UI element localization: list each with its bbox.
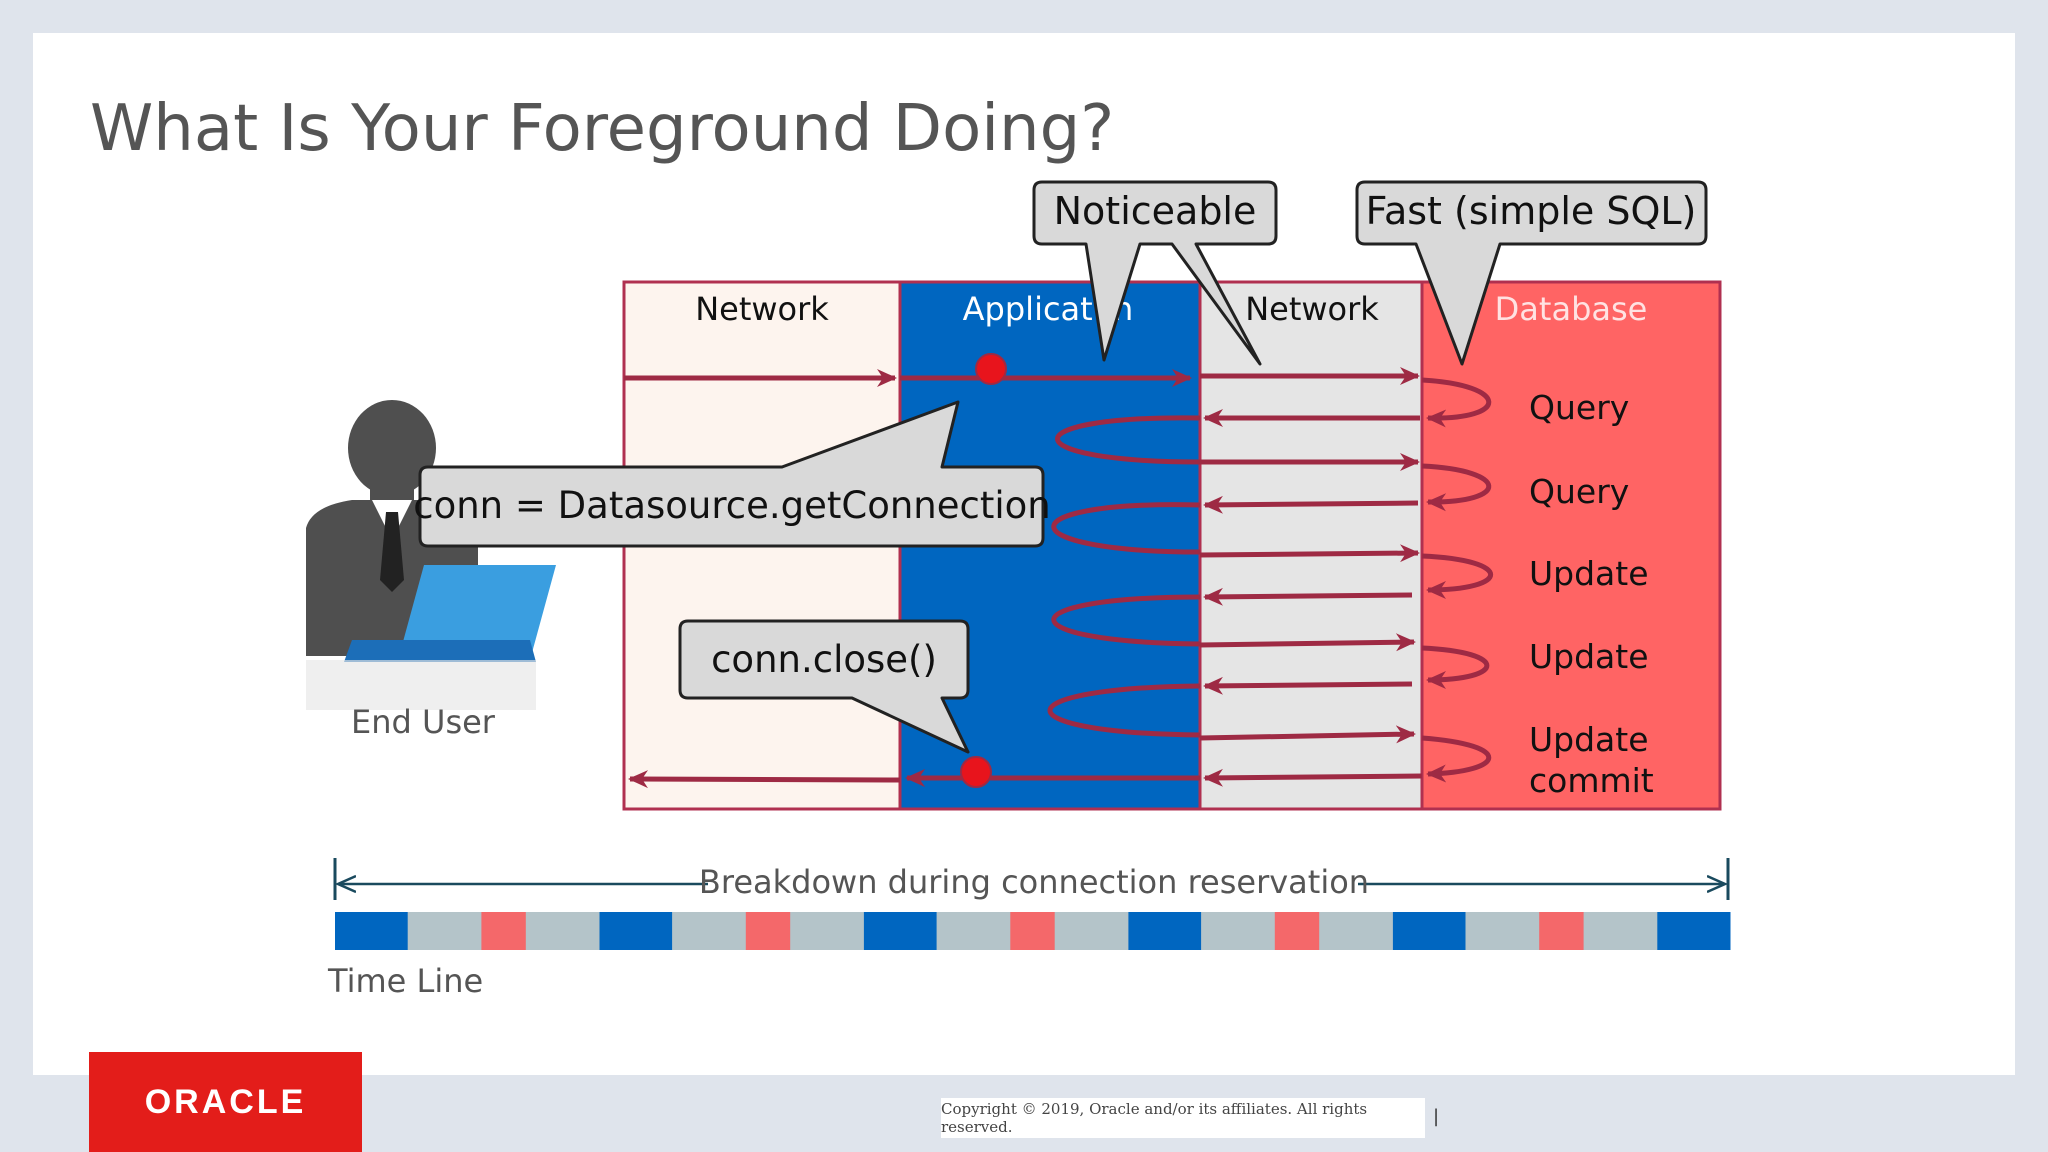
return-arrow-2 [1203,495,1419,514]
forward-arrow-5 [1199,725,1416,744]
return-arrow-4 [1203,676,1413,695]
callout-noticeable-text: Noticeable [1054,189,1257,233]
timeline-segment-db [745,912,791,950]
timeline-segment-app [1128,912,1202,950]
db-op-commit: commit [1529,761,1654,800]
slide-title: What Is Your Foreground Doing? [90,92,1115,166]
db-op-update-3: Update [1529,720,1649,759]
timeline-segment-app [863,912,938,950]
timeline-segment-net [1054,912,1129,950]
timeline-axis-label: Time Line [327,962,483,1000]
timeline-segment-net [790,912,865,950]
timeline-segment-app [599,912,673,950]
oracle-logo-text: ORACLE [144,1082,307,1121]
timeline-segment-db [1274,912,1320,950]
response-arrow-3 [628,770,901,789]
db-loop-1 [1421,377,1492,428]
db-loop-5 [1421,735,1492,783]
column-header-network-right: Network [1245,290,1379,328]
timeline-segment-db [481,912,527,950]
timeline-segment-net [1319,912,1394,950]
timeline-segment-net [936,912,1011,950]
callout-get-connection: conn = Datasource.getConnection [413,400,1051,548]
app-loop-1 [1055,415,1201,465]
column-database [1422,282,1720,809]
db-op-query-1: Query [1529,388,1629,427]
forward-arrow-3 [1199,544,1420,563]
timeline-bar [335,912,1731,950]
app-loop-4 [1047,683,1201,738]
timeline-segment-app [1657,912,1731,950]
timeline-caption: Breakdown during connection reservation [699,863,1369,901]
return-arrow-3 [1203,587,1413,606]
db-loop-2 [1421,463,1492,512]
db-op-query-2: Query [1529,472,1629,511]
callout-fast: Fast (simple SQL) [1355,180,1708,366]
callout-close: conn.close() [678,619,970,754]
timeline-segment-net [1201,912,1276,950]
close-connection-marker [960,756,992,788]
db-op-update-1: Update [1529,554,1649,593]
timeline-segment-db [1539,912,1585,950]
copyright-separator: | [1433,1106,1440,1127]
oracle-logo: ORACLE [89,1052,362,1152]
callout-close-text: conn.close() [711,638,937,681]
timeline: Breakdown during connection reservation … [327,858,1731,1000]
timeline-segment-net [672,912,747,950]
callout-fast-text: Fast (simple SQL) [1366,189,1697,233]
timeline-segment-net [525,912,600,950]
forward-arrow-4 [1199,633,1416,652]
response-arrow-1 [1203,768,1423,787]
timeline-segment-app [335,912,409,950]
end-user-label: End User [351,703,496,741]
callout-noticeable: Noticeable [1032,180,1278,366]
column-header-network-left: Network [695,290,829,328]
db-loop-4 [1421,645,1490,689]
column-network-right [1200,282,1422,809]
column-header-database: Database [1495,290,1648,328]
db-loop-3 [1421,553,1493,599]
timeline-segment-net [407,912,482,950]
app-loop-3 [1051,594,1201,647]
copyright-notice: Copyright © 2019, Oracle and/or its affi… [941,1098,1425,1138]
timeline-segment-net [1583,912,1658,950]
get-connection-marker [975,353,1007,385]
timeline-segment-app [1392,912,1467,950]
db-op-update-2: Update [1529,637,1649,676]
timeline-segment-db [1010,912,1056,950]
callout-get-connection-text: conn = Datasource.getConnection [413,484,1051,527]
flow-arrows [624,367,1493,789]
end-user-icon [306,400,556,710]
app-loop-2 [1051,502,1201,555]
timeline-segment-net [1465,912,1540,950]
